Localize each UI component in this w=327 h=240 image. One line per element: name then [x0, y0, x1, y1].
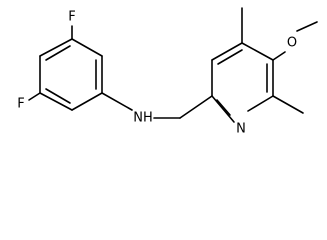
bond-ring-b-6	[211, 95, 235, 123]
bond-o-methyl	[296, 21, 318, 32]
bond-ring-b-6-inner	[216, 99, 231, 116]
bond-ring-a-6	[39, 38, 73, 57]
bond-ring-b-2-inner	[217, 49, 243, 65]
bond-ring-a-4	[39, 92, 73, 111]
bond-ring-b-2	[211, 42, 243, 61]
bond-ring-b-5	[247, 95, 274, 112]
atom-f-left: F	[17, 97, 24, 112]
atom-o-methoxy: O	[287, 36, 297, 51]
bond-c-nh	[101, 92, 133, 111]
bond-ring-a-3	[71, 92, 103, 111]
bond-c-f-left	[28, 92, 41, 101]
bond-ring-b-3	[241, 42, 274, 61]
atom-f-top: F	[68, 10, 75, 25]
bond-ch2-ring	[179, 95, 213, 119]
bonds-group	[28, 7, 318, 123]
bond-ring-a-6-inner	[45, 45, 71, 61]
bond-methyl-5	[272, 95, 304, 114]
bond-c-o	[272, 51, 286, 61]
bond-ring-a-4-inner	[45, 88, 71, 104]
atom-labels-group: F F NH N O	[17, 10, 297, 137]
atom-nh: NH	[133, 111, 153, 126]
bond-ring-a-1	[71, 38, 103, 57]
molecule-structure-canvas: F F NH N O	[17, 7, 318, 137]
atom-n-ring: N	[236, 122, 246, 137]
